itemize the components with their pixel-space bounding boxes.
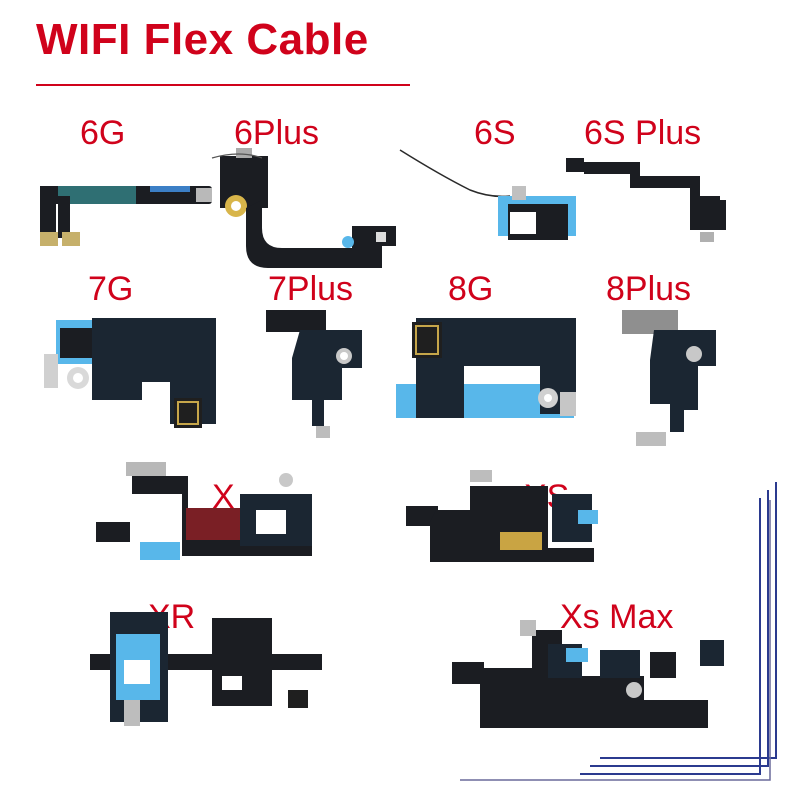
model-label-7g: 7G: [88, 270, 134, 308]
model-label-6g: 6G: [80, 114, 126, 152]
flex-cable-8plus: [622, 310, 716, 446]
flex-cable-xs: [406, 470, 598, 562]
flex-cable-6s: [399, 149, 576, 240]
flex-cable-7g: [44, 318, 216, 428]
title-underline: [36, 84, 410, 86]
flex-cable-6g: [40, 186, 212, 246]
model-label-6s-plus: 6S Plus: [584, 114, 702, 152]
model-label-6plus: 6Plus: [234, 114, 320, 152]
flex-cable-6plus: [211, 148, 396, 268]
model-label-6s: 6S: [474, 114, 516, 152]
flex-cable-8g: [396, 318, 576, 418]
model-label-8plus: 8Plus: [606, 270, 692, 308]
model-label-xs-max: Xs Max: [560, 598, 674, 636]
flex-cable-x: [96, 462, 312, 560]
model-label-8g: 8G: [448, 270, 494, 308]
model-label-7plus: 7Plus: [268, 270, 354, 308]
flex-cable-7plus: [266, 310, 362, 438]
flex-cable-6s-plus: [566, 158, 726, 242]
flex-cable-xr: [90, 612, 322, 726]
flex-cable-xs-max: [452, 620, 724, 728]
page-title: WIFI Flex Cable: [36, 15, 369, 64]
model-label-x: X: [212, 478, 235, 516]
